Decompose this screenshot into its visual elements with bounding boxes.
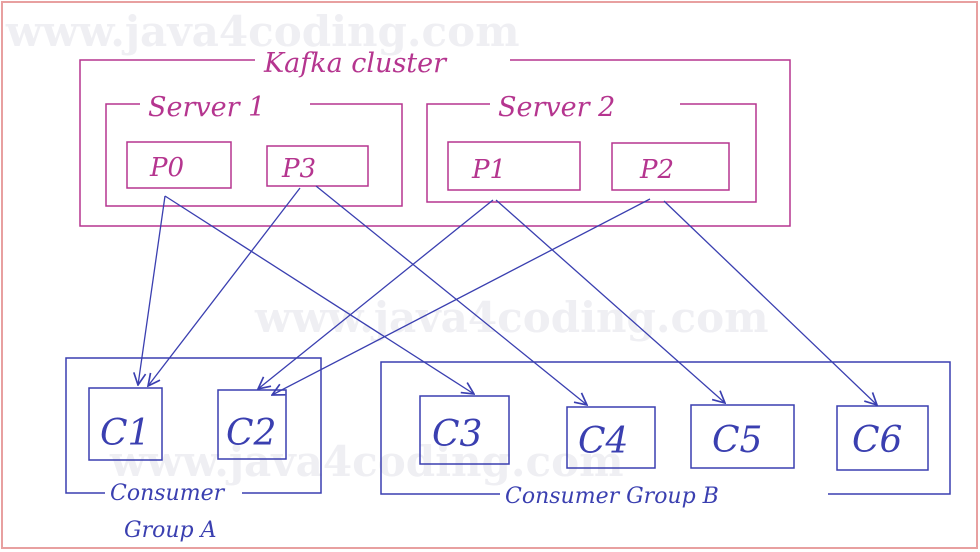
arrow-p2-c2: [272, 198, 651, 395]
server-2-label: Server 2: [498, 92, 615, 123]
consumer-c4-box: [566, 406, 656, 469]
server-1-label: Server 1: [148, 92, 265, 123]
partition-p2-label: P2: [639, 155, 674, 185]
arrow-p1-c2: [258, 199, 494, 389]
watermark-bottom: www.java4coding.com: [109, 437, 624, 486]
consumer-c3-box: [419, 395, 510, 465]
cluster-label: Kafka cluster: [263, 48, 448, 79]
partition-p3-label: P3: [281, 154, 316, 184]
arrow-p2-c6: [663, 200, 877, 405]
consumer-c2-box: [217, 389, 287, 460]
consumer-c5-box: [690, 404, 795, 469]
arrow-p0-c1: [138, 195, 166, 385]
consumer-c6-label: C6: [852, 420, 902, 461]
partition-p0-box: [126, 141, 232, 189]
assignment-arrows: [138, 185, 877, 405]
consumer-group-a: C1 C2 Consumer Group A: [65, 357, 322, 543]
server-1: Server 1 P0 P3: [105, 92, 403, 207]
server-2: Server 2 P1 P2: [426, 92, 757, 203]
consumer-c1-box: [88, 387, 163, 461]
watermark-top: www.java4coding.com: [5, 7, 520, 56]
consumer-c2-label: C2: [226, 413, 276, 454]
kafka-cluster: Kafka cluster: [79, 48, 791, 227]
consumer-c1-label: C1: [100, 413, 150, 454]
partition-p1-box: [447, 141, 581, 191]
partition-p3-box: [266, 145, 369, 187]
consumer-c4-label: C4: [578, 421, 628, 462]
arrow-p0-c3: [164, 195, 474, 394]
group-a-label-line2: Group A: [124, 518, 216, 543]
watermark-middle: www.java4coding.com: [254, 293, 769, 342]
consumer-c6-box: [836, 405, 929, 471]
partition-p1-label: P1: [471, 155, 506, 185]
arrow-p1-c5: [495, 199, 725, 403]
partition-p2-box: [611, 142, 730, 191]
consumer-group-b: C3 C4 C5 C6 Consumer Group B: [380, 361, 951, 509]
arrow-p3-c4: [315, 185, 587, 405]
group-a-label-line1: Consumer: [110, 481, 226, 506]
group-b-label: Consumer Group B: [505, 484, 719, 509]
consumer-c5-label: C5: [712, 420, 762, 461]
partition-p0-label: P0: [149, 153, 184, 183]
arrow-p3-c1: [148, 187, 301, 386]
consumer-c3-label: C3: [432, 414, 482, 455]
